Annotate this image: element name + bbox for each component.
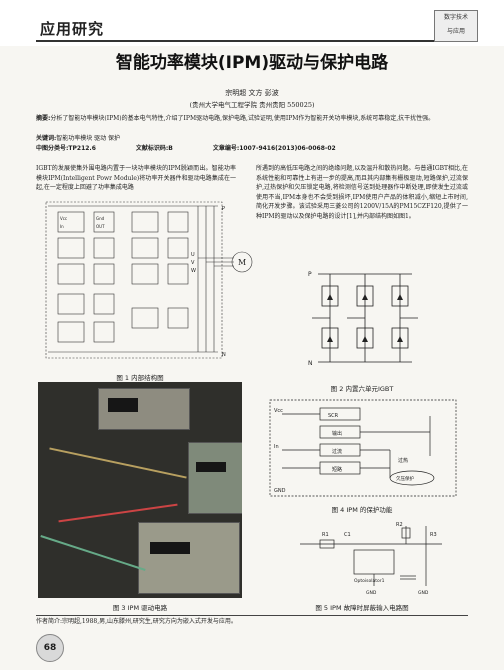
- fig4-vcc: Vcc: [274, 408, 283, 414]
- figure-1-internal-structure: M U V W P N Gnd OUT Vcc In: [45, 201, 253, 359]
- header-rule: [36, 40, 468, 42]
- out-label: OUT: [96, 224, 105, 229]
- photo-wire-3: [40, 535, 146, 571]
- figure-5-caption: 图 5 IPM 故障时屏蔽输入电路图: [315, 604, 409, 612]
- figure-2-six-unit-igbt: P N: [308, 271, 418, 367]
- classification-row: 中图分类号:TP212.6 文献标识码:B 文章编号:1007-9416(201…: [36, 143, 468, 152]
- abstract: 摘要:分析了智能功率模块(IPM)的基本电气特性,介绍了IPM驱动电路,保护电路…: [36, 114, 468, 123]
- fig4-gnd: GND: [274, 488, 286, 494]
- logo-line-1: 数字技术: [443, 14, 468, 21]
- fig4-block-scr: SCR: [328, 413, 339, 419]
- figure-3-caption: 图 3 IPM 驱动电路: [112, 604, 168, 612]
- doc-code: 文献标识码:B: [135, 145, 173, 152]
- fig5-c1: C1: [344, 532, 351, 538]
- figure-5-fault-masking: R1 C1 R2 R3 Optoisolator1 GND GND: [300, 522, 442, 596]
- abstract-label: 摘要:: [36, 115, 51, 122]
- photo-chip-3: [150, 542, 190, 554]
- body-text-right: 所遇到的高低压电路之间的绝缘问题,以及温升和散热问题。与普通IGBT相比,在系统…: [256, 165, 468, 220]
- fig4-block-overheat: 过热: [398, 457, 408, 464]
- fig4-block-short: 短路: [332, 466, 342, 473]
- section-title: 应用研究: [40, 20, 105, 38]
- vcc-label: Vcc: [60, 216, 67, 221]
- keywords-label: 关键词:: [36, 135, 57, 142]
- body-text-left: IGBT的发展使集外围电路内置于一块功率模块的IPM脱颖而出。智能功率模块IPM…: [36, 165, 236, 191]
- driver-block-1: [57, 211, 189, 233]
- photo-board-3: [138, 522, 240, 594]
- photo-chip-2: [196, 462, 226, 472]
- fig5-opto: Optoisolator1: [354, 578, 385, 584]
- fig2-label-n: N: [308, 360, 313, 367]
- motor-label: M: [238, 258, 246, 267]
- author-intro: 作者简介:宗明超,1988,男,山东滕州,研究生,研究方向为嵌入式开发与应用。: [36, 618, 237, 625]
- fig5-gnd-2: GND: [418, 590, 429, 596]
- fig5-r3: R3: [430, 532, 437, 538]
- page-number: 68: [36, 634, 64, 662]
- figure-3-photo: [38, 382, 242, 598]
- label-w: W: [191, 268, 196, 274]
- photo-wire-2: [58, 503, 178, 523]
- photo-chip-1: [108, 398, 138, 412]
- label-p: P: [222, 206, 225, 212]
- fig4-in: In: [274, 444, 279, 450]
- fig5-gnd-1: GND: [366, 590, 377, 596]
- affiliation: (贵州大学电气工程学院 贵州贵阳 550025): [189, 101, 315, 109]
- photo-board-2: [188, 442, 242, 514]
- authors: 宗明超 文方 彭波: [225, 89, 279, 97]
- fig4-block-undervoltage: 欠压保护: [396, 475, 414, 482]
- journal-logo: 数字技术 与应用: [434, 10, 478, 42]
- abstract-text: 分析了智能功率模块(IPM)的基本电气特性,介绍了IPM驱动电路,保护电路,试验…: [50, 115, 435, 122]
- driver-block-3: [57, 263, 189, 285]
- driver-block-4: [57, 293, 189, 343]
- fig5-r1: R1: [322, 532, 329, 538]
- figure-4-caption: 图 4 IPM 的保护功能: [331, 506, 393, 514]
- figure-2-caption: 图 2 内置六单元IGBT: [330, 385, 394, 393]
- label-n: N: [222, 352, 226, 358]
- photo-wire-1: [49, 447, 187, 479]
- page-header: [0, 0, 504, 46]
- fig4-block-output: 输出: [332, 430, 342, 437]
- figure-1-caption: 图 1 内部结构图: [116, 374, 164, 382]
- fig5-r2: R2: [396, 522, 403, 528]
- keywords-text: 智能功率模块 驱动 保护: [56, 135, 121, 142]
- footer-rule: [36, 615, 468, 616]
- label-u: U: [191, 252, 195, 258]
- article-number: 文章编号:1007-9416(2013)06-0068-02: [212, 145, 336, 152]
- in-label: In: [60, 224, 64, 229]
- paper-title: 智能功率模块(IPM)驱动与保护电路: [115, 53, 389, 73]
- keywords: 关键词:智能功率模块 驱动 保护: [36, 133, 468, 142]
- fig4-block-overcurrent: 过流: [332, 448, 342, 455]
- fig2-label-p: P: [308, 271, 312, 278]
- driver-block-2: [57, 237, 189, 259]
- logo-line-2: 与应用: [446, 28, 465, 35]
- label-v: V: [191, 260, 195, 266]
- gnd-label: Gnd: [96, 216, 105, 221]
- figure-4-protection: SCR 输出 过流 短路 过热 欠压保护 Vcc GND In: [269, 399, 457, 497]
- clc-number: 中图分类号:TP212.6: [36, 145, 96, 152]
